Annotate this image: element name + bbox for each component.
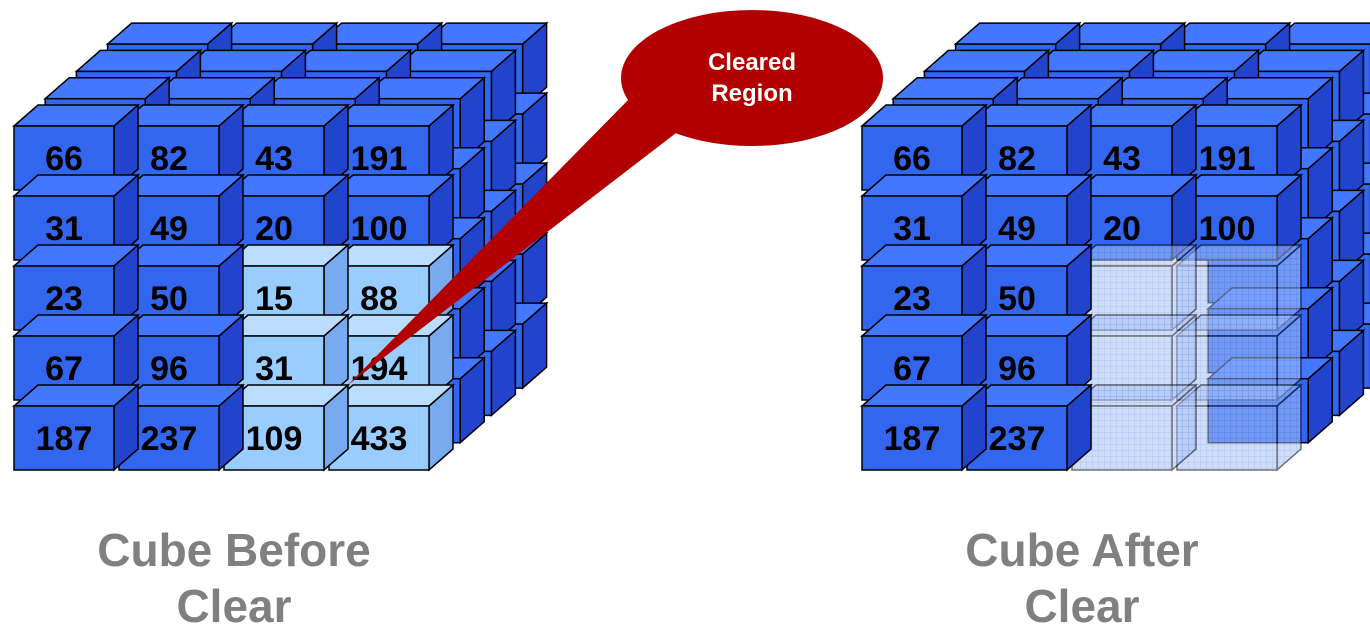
after-cell-value: 23 [893, 280, 931, 318]
before-cell-value: 31 [45, 210, 83, 248]
after-cell-r2-c0: 23 [860, 243, 988, 332]
before-cell-value: 66 [45, 140, 83, 178]
before-cell-r0-c0: 66 [12, 103, 140, 192]
after-cell-r4-c0: 187 [860, 383, 988, 472]
before-cell-value: 49 [150, 210, 188, 248]
before-cell-value: 187 [36, 420, 93, 458]
after-cell-value: 187 [884, 420, 941, 458]
after-cell-value: 20 [1103, 210, 1141, 248]
before-cell-r4-c0: 187 [12, 383, 140, 472]
caption-before-line1: Cube Before [97, 524, 371, 576]
after-cell-value: 50 [998, 280, 1036, 318]
after-cell-r4-c0-front [861, 405, 963, 471]
before-cell-value: 96 [150, 350, 188, 388]
after-cell-r4-c2 [1070, 383, 1198, 472]
before-cell-value: 50 [150, 280, 188, 318]
callout-label-line2: Region [711, 80, 792, 107]
after-cell-value: 49 [998, 210, 1036, 248]
after-cell-value: 82 [998, 140, 1036, 178]
before-cell-value: 43 [255, 140, 293, 178]
callout-pointer [348, 96, 706, 385]
caption-after-line1: Cube After [965, 524, 1199, 576]
callout-bubble [621, 10, 883, 146]
after-cell-value: 43 [1103, 140, 1141, 178]
cube-before-diagram: 1914382661002049318815502319431966743310… [12, 21, 549, 472]
after-cell-value: 96 [998, 350, 1036, 388]
before-cell-value: 433 [351, 420, 408, 458]
callout-label-line1: Cleared [708, 49, 796, 76]
before-cell-value: 15 [255, 280, 293, 318]
after-cell-value: 66 [893, 140, 931, 178]
cube-after-diagram: 191 43 82 66 100 20 49 31 50 23 96 67 237 187 [860, 21, 1370, 472]
after-cell-value: 191 [1199, 140, 1256, 178]
after-cell-value: 100 [1199, 210, 1256, 248]
cleared-region-callout: Cleared Region [348, 10, 883, 385]
caption-after: Cube After Clear [882, 522, 1282, 634]
before-cell-value: 100 [351, 210, 408, 248]
before-cell-value: 237 [141, 420, 198, 458]
before-cell-value: 23 [45, 280, 83, 318]
caption-before-line2: Clear [176, 580, 292, 632]
before-cell-r4-c0-front [13, 405, 115, 471]
after-cell-value: 67 [893, 350, 931, 388]
before-cell-value: 109 [246, 420, 303, 458]
before-cell-value: 67 [45, 350, 83, 388]
caption-before: Cube Before Clear [34, 522, 434, 634]
after-cell-value: 237 [989, 420, 1046, 458]
after-cell-value: 31 [893, 210, 931, 248]
before-cell-value: 191 [351, 140, 408, 178]
before-cell-value: 88 [360, 280, 398, 318]
before-cell-value: 20 [255, 210, 293, 248]
caption-after-line2: Clear [1024, 580, 1140, 632]
before-cell-value: 82 [150, 140, 188, 178]
before-cell-value: 31 [255, 350, 293, 388]
